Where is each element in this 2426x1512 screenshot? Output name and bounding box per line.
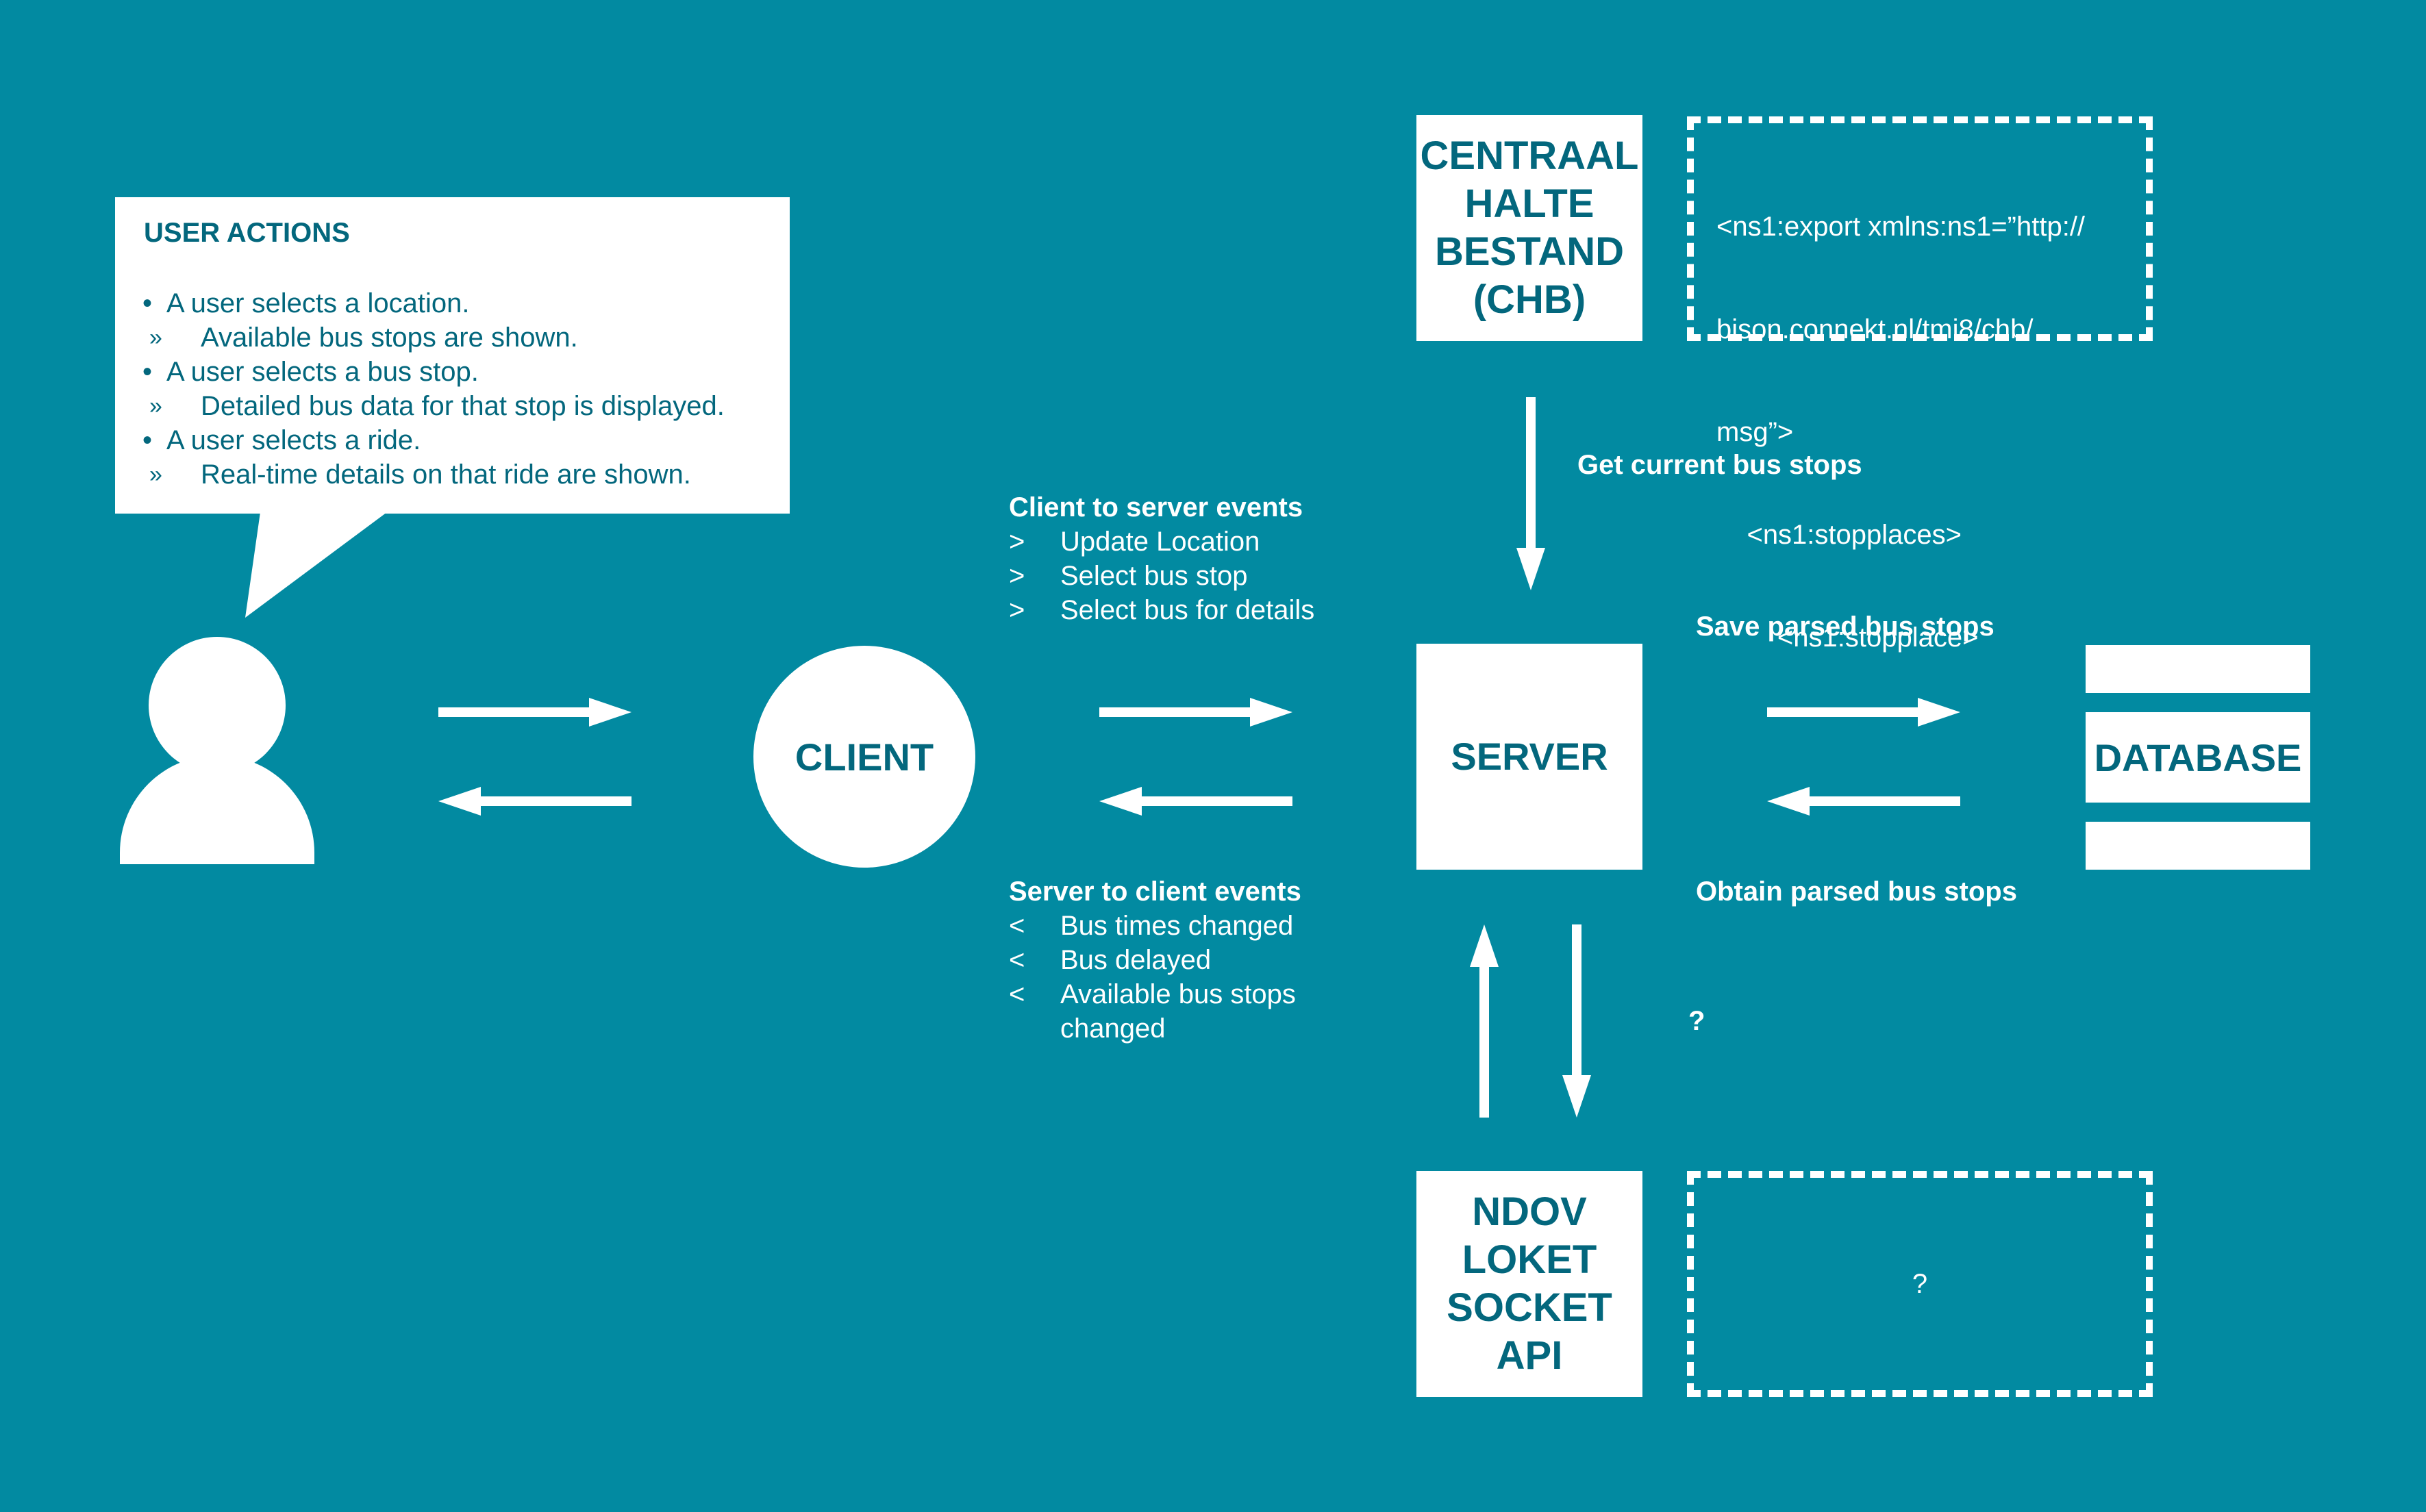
speech-bubble <box>115 197 790 618</box>
code-line: bison.connekt.nl/tmi8/chb/ <box>1716 314 2034 344</box>
chb-node: CENTRAAL HALTE BESTAND (CHB) <box>1416 115 1642 341</box>
server-to-client-title: Server to client events <box>1009 877 1301 907</box>
code-line: msg”> <box>1716 417 1794 447</box>
edge-label-obtain-parsed: Obtain parsed bus stops <box>1696 877 2017 907</box>
client-label: CLIENT <box>795 735 934 779</box>
list-item: •A user selects a ride. <box>142 425 421 455</box>
database-top-stripe <box>2086 645 2310 693</box>
arrow-chb-to-server <box>1516 397 1545 590</box>
ndov-snippet-text: ? <box>1912 1269 1928 1299</box>
list-item: <Bus times changed <box>1009 911 1294 941</box>
code-line: <ns1:stopplaces> <box>1716 520 1962 550</box>
list-item: <Available bus stops changed <box>1009 979 1296 1044</box>
chb-label: CENTRAAL HALTE BESTAND (CHB) <box>1420 134 1639 322</box>
database-node: DATABASE <box>2086 712 2310 803</box>
arrow-client-to-user <box>438 787 631 816</box>
list-item: •A user selects a location. <box>142 288 470 318</box>
client-node: CLIENT <box>753 714 975 799</box>
edge-label-get-current: Get current bus stops <box>1577 450 1862 480</box>
list-subitem: »Detailed bus data for that stop is disp… <box>149 391 725 421</box>
server-label: SERVER <box>1451 735 1608 778</box>
arrow-database-to-server <box>1767 787 1960 816</box>
list-item: >Update Location <box>1009 527 1260 557</box>
arrow-client-to-server <box>1099 698 1292 727</box>
arrow-server-to-client <box>1099 787 1292 816</box>
database-bottom-stripe <box>2086 822 2310 870</box>
chb-xml-snippet: <ns1:export xmlns:ns1=”http:// bison.con… <box>1716 141 2085 723</box>
chb-xml-snippet-box: <ns1:export xmlns:ns1=”http:// bison.con… <box>1687 116 2153 653</box>
list-item: >Select bus stop <box>1009 561 1248 591</box>
user-actions-title: USER ACTIONS <box>144 218 350 248</box>
user-actions-panel: USER ACTIONS •A user selects a location.… <box>115 197 790 514</box>
list-item: •A user selects a bus stop. <box>142 357 479 387</box>
arrow-ndov-to-server <box>1470 924 1499 1118</box>
arrow-user-to-client <box>438 698 631 727</box>
user-actions-list: •A user selects a location. »Available b… <box>115 286 790 492</box>
ndov-label: NDOV LOKET SOCKET API <box>1447 1189 1612 1378</box>
server-node: SERVER <box>1416 644 1642 870</box>
list-item: <Bus delayed <box>1009 945 1212 975</box>
edge-label-ndov-question: ? <box>1688 1006 1705 1036</box>
database-label: DATABASE <box>2094 735 2302 779</box>
list-subitem: »Available bus stops are shown. <box>149 323 578 353</box>
server-to-client-events: Server to client events <Bus times chang… <box>1009 874 1301 1046</box>
edge-label-save-parsed: Save parsed bus stops <box>1696 612 1994 642</box>
ndov-node: NDOV LOKET SOCKET API <box>1416 1171 1642 1397</box>
client-to-server-title: Client to server events <box>1009 492 1303 522</box>
ndov-snippet-box: ? <box>1687 1171 2153 1397</box>
code-line: <ns1:stopplace> <box>1716 622 1979 653</box>
client-node-circle <box>753 646 975 868</box>
arrow-server-to-ndov <box>1562 924 1591 1118</box>
list-subitem: »Real-time details on that ride are show… <box>149 459 691 490</box>
code-line: <ns1:export xmlns:ns1=”http:// <box>1716 212 2086 242</box>
list-item: >Select bus for details <box>1009 595 1315 625</box>
user-icon <box>120 637 314 864</box>
client-to-server-events: Client to server events >Update Location… <box>1009 490 1314 627</box>
arrow-server-to-database <box>1767 698 1960 727</box>
